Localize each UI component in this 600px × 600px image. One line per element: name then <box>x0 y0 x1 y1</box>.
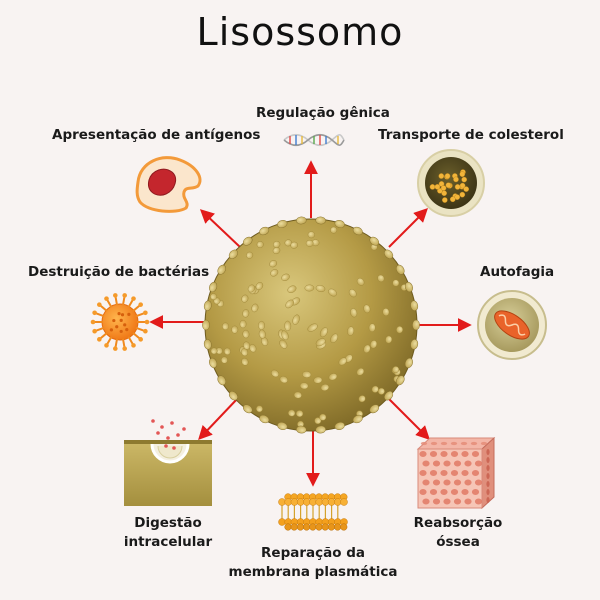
arrow-down-left <box>198 397 239 441</box>
antigen-cell-icon <box>135 156 202 213</box>
arrow-up-left <box>199 209 241 248</box>
lysosome-surface-bumps <box>202 216 420 434</box>
autophagy-vesicle-icon <box>477 290 547 360</box>
label-intracellular-digestion: Digestão intracelular <box>118 514 218 552</box>
label-bone-resorption-line2: óssea <box>436 534 480 550</box>
label-membrane-repair-line2: membrana plasmática <box>228 564 398 580</box>
digestion-cell-icon <box>124 419 212 506</box>
membrane-bilayer-icon <box>278 493 348 531</box>
arrow-up-right <box>388 208 428 248</box>
dna-icon <box>283 133 345 147</box>
bacterium-icon <box>90 293 150 351</box>
label-intracellular-digestion-line2: intracelular <box>123 534 213 550</box>
cholesterol-vesicle-icon <box>417 149 485 217</box>
label-bone-resorption: Reabsorção óssea <box>408 514 508 552</box>
label-intracellular-digestion-line1: Digestão <box>134 515 202 531</box>
label-membrane-repair-line1: Reparação da <box>261 545 365 561</box>
arrows <box>149 160 472 487</box>
bone-tissue-icon <box>416 436 496 510</box>
label-autophagy: Autofagia <box>480 264 555 280</box>
label-bacteria-destruction: Destruição de bactérias <box>28 264 210 280</box>
label-membrane-repair: Reparação da membrana plasmática <box>228 544 398 582</box>
label-gene-regulation: Regulação gênica <box>256 105 390 121</box>
label-bone-resorption-line1: Reabsorção <box>413 515 503 531</box>
page-title: Lisossomo <box>196 10 404 54</box>
label-cholesterol-transport: Transporte de colesterol <box>378 127 564 143</box>
arrow-down-right <box>388 398 430 440</box>
lysosome <box>202 216 420 434</box>
label-antigen-presentation: Apresentação de antígenos <box>52 127 261 143</box>
